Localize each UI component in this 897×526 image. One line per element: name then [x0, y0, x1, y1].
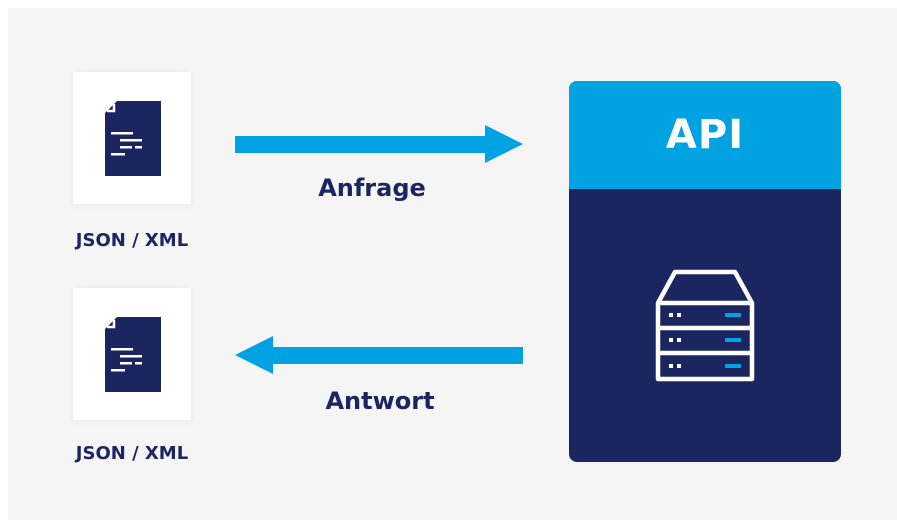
response-arrow-label: Antwort [325, 387, 435, 415]
request-arrow-label: Anfrage [318, 174, 426, 202]
request-arrow [235, 125, 523, 163]
document-icon [105, 317, 161, 392]
api-title: API [665, 112, 745, 158]
response-format-label: JSON / XML [75, 443, 189, 464]
api-header: API [569, 81, 841, 189]
request-format-label: JSON / XML [75, 230, 189, 251]
request-document-card [73, 72, 191, 204]
server-icon [655, 269, 755, 382]
document-icon [105, 101, 161, 176]
response-document-card [73, 288, 191, 420]
api-box: API [569, 81, 841, 462]
response-arrow [235, 336, 523, 374]
